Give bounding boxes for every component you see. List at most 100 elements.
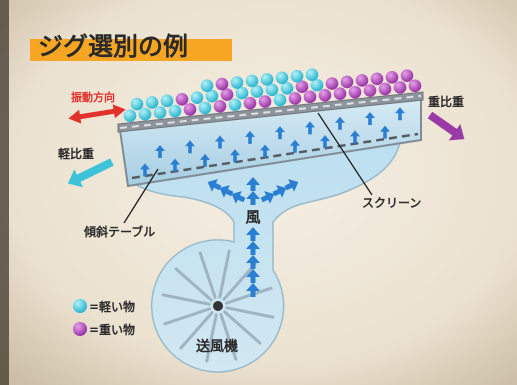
heavy-discharge-arrow bbox=[427, 111, 465, 141]
air-flow-arrow bbox=[395, 107, 405, 121]
air-chamber bbox=[132, 141, 401, 373]
wind-arrow bbox=[246, 255, 260, 269]
left-edge-shadow bbox=[0, 0, 9, 385]
fan-blade bbox=[222, 262, 257, 301]
air-flow-arrow bbox=[350, 130, 360, 144]
heavy-particle bbox=[318, 88, 332, 102]
fan-blade bbox=[205, 313, 218, 363]
heavy-particle bbox=[303, 90, 317, 104]
light-particle bbox=[205, 89, 219, 103]
air-flow-arrow bbox=[290, 139, 300, 153]
light-particle bbox=[235, 86, 249, 100]
table-top-rail-dashes bbox=[119, 95, 422, 129]
heavy-particle bbox=[175, 92, 189, 106]
heavy-particle bbox=[363, 84, 377, 97]
light-particle bbox=[260, 73, 274, 86]
heavy-particle bbox=[408, 79, 422, 93]
light-particle bbox=[228, 98, 242, 112]
heavy-particle bbox=[295, 80, 309, 93]
wind-arrow bbox=[246, 283, 260, 297]
wind-arrow bbox=[246, 241, 260, 255]
light-particle bbox=[310, 78, 324, 92]
fan-blade bbox=[174, 267, 213, 302]
fan-blade bbox=[179, 311, 214, 350]
wind-arrow bbox=[272, 185, 287, 198]
wind-label: 風 bbox=[245, 208, 260, 226]
table-top-rail bbox=[117, 91, 424, 133]
heavy-particle bbox=[378, 82, 392, 96]
wind-arrow bbox=[231, 191, 246, 204]
vibration-direction-arrow bbox=[68, 104, 126, 124]
vibration-direction-label: 振動方向 bbox=[71, 90, 115, 104]
fan-blade bbox=[225, 306, 275, 319]
air-flow-arrow bbox=[305, 121, 315, 135]
heavy-particle bbox=[243, 96, 257, 110]
wind-arrow bbox=[260, 191, 275, 204]
heavy-particle bbox=[355, 74, 369, 87]
heavy-particle bbox=[348, 85, 362, 99]
light-particle bbox=[305, 68, 319, 81]
heavy-specific-gravity-label: 重比重 bbox=[428, 94, 464, 109]
fan-blade bbox=[225, 286, 273, 305]
air-flow-arrow bbox=[230, 149, 240, 163]
light-particle bbox=[200, 79, 214, 92]
wind-arrow bbox=[246, 227, 260, 241]
fan-blades bbox=[161, 249, 275, 363]
screen-leader-line bbox=[317, 112, 373, 196]
air-flow-arrow bbox=[245, 130, 255, 144]
heavy-particle bbox=[215, 77, 229, 91]
fan-blade bbox=[223, 310, 262, 345]
legend-heavy-label: =重い物 bbox=[89, 322, 135, 337]
air-flow-arrow bbox=[380, 125, 390, 139]
particles bbox=[123, 68, 422, 123]
fan-blade bbox=[161, 293, 211, 306]
fan-blade bbox=[163, 307, 211, 326]
legend-light-label: =軽い物 bbox=[89, 299, 135, 314]
fan-blade bbox=[219, 313, 238, 361]
heavy-particle bbox=[213, 99, 227, 113]
heavy-particle-ball-icon bbox=[73, 322, 87, 336]
light-particle bbox=[160, 94, 174, 108]
wind-arrows bbox=[207, 177, 299, 297]
light-particle bbox=[273, 93, 287, 107]
light-particle bbox=[250, 85, 264, 98]
legend: =軽い物 =重い物 bbox=[73, 299, 135, 337]
light-particle bbox=[230, 76, 244, 89]
light-particle bbox=[275, 71, 289, 85]
air-flow-arrow bbox=[155, 144, 165, 158]
heavy-particle bbox=[183, 103, 197, 116]
air-flow-arrow bbox=[185, 140, 195, 154]
screen-label: スクリーン bbox=[362, 196, 421, 210]
wind-arrow bbox=[246, 269, 260, 283]
air-flow-arrow bbox=[140, 163, 150, 177]
air-flow-arrow bbox=[335, 116, 345, 130]
heavy-particle bbox=[325, 77, 339, 90]
fan-blade bbox=[198, 251, 217, 299]
light-discharge-arrow bbox=[67, 158, 114, 188]
heavy-particle bbox=[370, 72, 384, 86]
light-particle bbox=[290, 69, 304, 83]
heavy-particle bbox=[333, 87, 347, 101]
screen-mesh bbox=[131, 132, 419, 180]
light-particle bbox=[145, 96, 159, 109]
light-particle bbox=[130, 97, 144, 111]
fan-hub bbox=[213, 301, 223, 311]
air-flow-arrow bbox=[170, 158, 180, 172]
heavy-particle bbox=[400, 69, 414, 82]
wind-arrow bbox=[246, 177, 260, 191]
inclined-table-leader-line bbox=[123, 168, 159, 224]
title-highlight bbox=[30, 39, 232, 61]
heavy-particle bbox=[393, 81, 407, 94]
inclined-table-label: 傾斜テーブル bbox=[83, 224, 155, 239]
heavy-particle bbox=[385, 70, 399, 84]
table-air-arrows bbox=[140, 107, 405, 177]
light-particle bbox=[138, 107, 152, 121]
heavy-particle bbox=[258, 95, 272, 108]
wind-arrow bbox=[219, 185, 234, 198]
heavy-particle bbox=[340, 75, 354, 89]
light-particle bbox=[153, 106, 167, 119]
light-specific-gravity-label: 軽比重 bbox=[58, 146, 94, 161]
air-flow-arrow bbox=[215, 135, 225, 149]
heavy-particle bbox=[288, 92, 302, 105]
